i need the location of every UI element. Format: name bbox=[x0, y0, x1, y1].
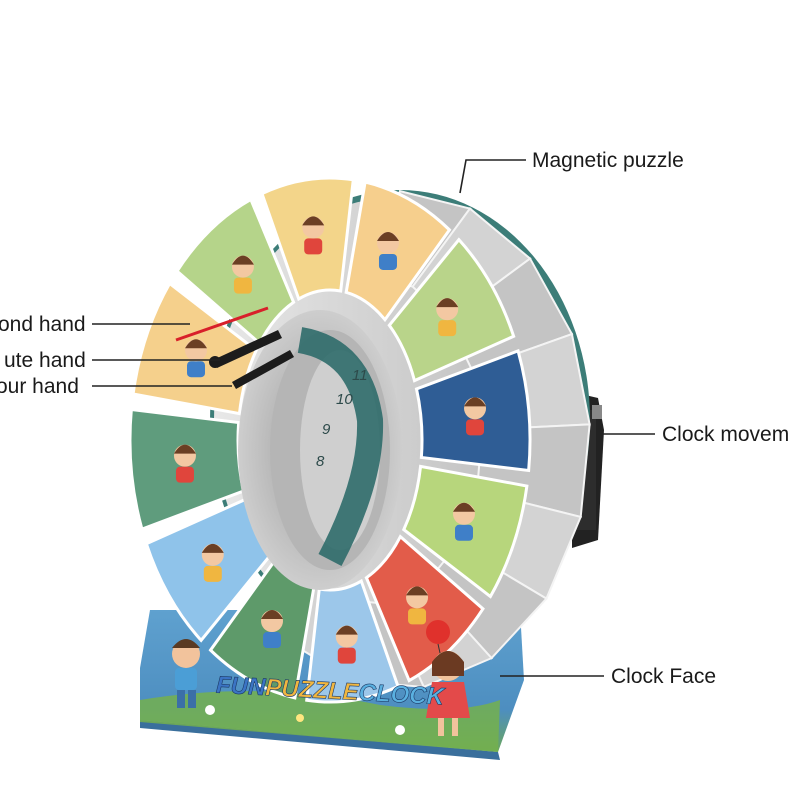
girl-in-bath-icon bbox=[185, 339, 208, 378]
boy-playing-football-icon bbox=[452, 502, 475, 541]
washing-hands-icon bbox=[464, 397, 487, 436]
puzzle-tile[interactable] bbox=[387, 237, 516, 383]
cake-icon bbox=[406, 586, 429, 625]
puzzle-tile[interactable] bbox=[175, 197, 296, 346]
brand-logo: FUNPUZZLECLOCK bbox=[215, 671, 446, 711]
puzzle-tile[interactable] bbox=[401, 464, 529, 599]
girl-sleeping-icon bbox=[173, 444, 196, 483]
puzzle-tile[interactable] bbox=[260, 176, 355, 302]
dial-number-10: 10 bbox=[336, 391, 353, 408]
magnetic-puzzle-ring bbox=[128, 176, 532, 704]
callout-leaders bbox=[92, 159, 655, 677]
callout-clock-movement: Clock movem bbox=[662, 423, 789, 446]
inner-dial: 11 10 9 8 bbox=[238, 310, 402, 590]
girl-reading-icon bbox=[231, 255, 254, 294]
boy-bathing-icon bbox=[261, 610, 284, 649]
puzzle-tile[interactable] bbox=[144, 497, 273, 643]
puzzle-tile[interactable] bbox=[305, 578, 400, 704]
dial-number-11: 11 bbox=[352, 367, 368, 384]
dial-number-8: 8 bbox=[316, 453, 325, 470]
boy-brushing-teeth-icon bbox=[335, 625, 358, 664]
second-hand bbox=[175, 306, 269, 342]
girl-jumping-rope-icon bbox=[436, 298, 459, 337]
puzzle-tile[interactable] bbox=[344, 180, 452, 323]
girl-with-toy-icon bbox=[302, 216, 325, 255]
boy-character-icon bbox=[172, 639, 200, 708]
callout-hour-hand: our hand bbox=[0, 375, 79, 398]
callout-second-hand: ond hand bbox=[0, 313, 86, 336]
callout-clock-face: Clock Face bbox=[611, 665, 716, 688]
brand-text: FUNPUZZLECLOCK bbox=[215, 672, 446, 711]
puzzle-tile[interactable] bbox=[414, 348, 532, 473]
girl-with-balloon-icon bbox=[426, 620, 470, 736]
hour-hand bbox=[232, 350, 294, 389]
callout-magnetic-puzzle: Magnetic puzzle bbox=[532, 149, 684, 172]
minute-hand bbox=[213, 330, 282, 368]
toilet-icon bbox=[201, 543, 224, 582]
clock-hands bbox=[175, 306, 294, 389]
puzzle-tile[interactable] bbox=[131, 281, 259, 416]
puzzle-tile[interactable] bbox=[208, 557, 316, 700]
callout-minute-hand: ute hand bbox=[4, 349, 86, 372]
puzzle-tile[interactable] bbox=[364, 534, 485, 683]
dial-number-9: 9 bbox=[322, 421, 331, 438]
boy-building-blocks-icon bbox=[376, 231, 399, 270]
